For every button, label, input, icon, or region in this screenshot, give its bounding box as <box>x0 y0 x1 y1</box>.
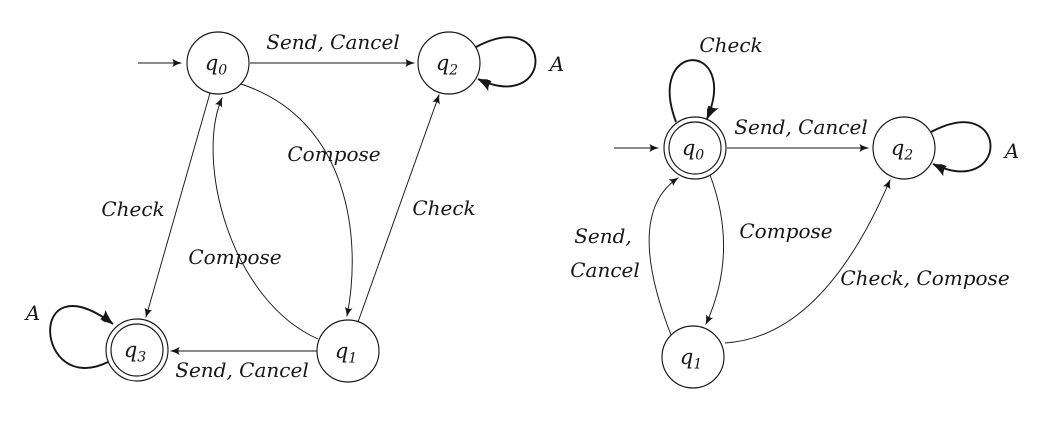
right-transition-q1-q2 <box>724 178 891 344</box>
right-transition-q1-q0 <box>648 177 680 336</box>
right-label-q0-loop: Check <box>699 33 762 57</box>
left-label-q0-q1: Compose <box>287 142 380 166</box>
left-label-q0-q2: Send, Cancel <box>266 30 399 54</box>
left-state-q2 <box>417 31 481 95</box>
right-q2-self-loop <box>930 121 992 171</box>
right-automaton: q0 q2 q1 Check Send, Cancel A Send,Cance… <box>570 33 1019 389</box>
left-transition-q0-q3 <box>144 92 211 319</box>
left-state-q1 <box>316 319 380 383</box>
left-label-q3-loop: A <box>24 301 40 325</box>
right-state-q2 <box>872 116 936 180</box>
left-state-q3-inner <box>110 323 164 377</box>
right-transition-q0-q1 <box>705 174 725 326</box>
left-state-q1-label: q1 <box>335 339 357 367</box>
right-label-q0-q2: Send, Cancel <box>734 115 867 139</box>
right-label-q1-q0: Send,Cancel <box>570 224 640 282</box>
right-label-q2-loop: A <box>1003 139 1019 163</box>
left-state-q0 <box>186 31 250 95</box>
left-label-q2-loop: A <box>548 52 564 76</box>
right-state-q2-label: q2 <box>891 136 913 164</box>
right-state-q1-label: q1 <box>680 345 702 373</box>
left-label-q1-q0: Compose <box>188 245 281 269</box>
right-state-q1 <box>661 325 725 389</box>
right-label-q0-q1: Compose <box>739 219 832 243</box>
left-transition-q0-q1 <box>240 83 353 318</box>
right-q0-self-loop <box>668 59 714 123</box>
left-transition-q1-q2 <box>357 93 440 323</box>
left-q3-self-loop <box>49 305 113 369</box>
left-transition-q1-q0 <box>212 96 319 340</box>
right-label-q1-q2: Check, Compose <box>840 266 1009 290</box>
left-label-q0-q3: Check <box>101 197 164 221</box>
left-state-q0-label: q0 <box>205 51 227 79</box>
left-state-q3-label: q3 <box>124 338 146 366</box>
right-state-q0-label: q0 <box>682 136 704 164</box>
right-state-q0-inner <box>668 121 722 175</box>
left-state-q2-label: q2 <box>436 51 458 79</box>
left-label-q1-q2: Check <box>412 196 475 220</box>
left-automaton: q0 q2 q1 q3 Send, Cancel A Compose Compo… <box>24 30 564 383</box>
left-q2-self-loop <box>475 36 537 86</box>
left-label-q1-q3: Send, Cancel <box>175 358 308 382</box>
